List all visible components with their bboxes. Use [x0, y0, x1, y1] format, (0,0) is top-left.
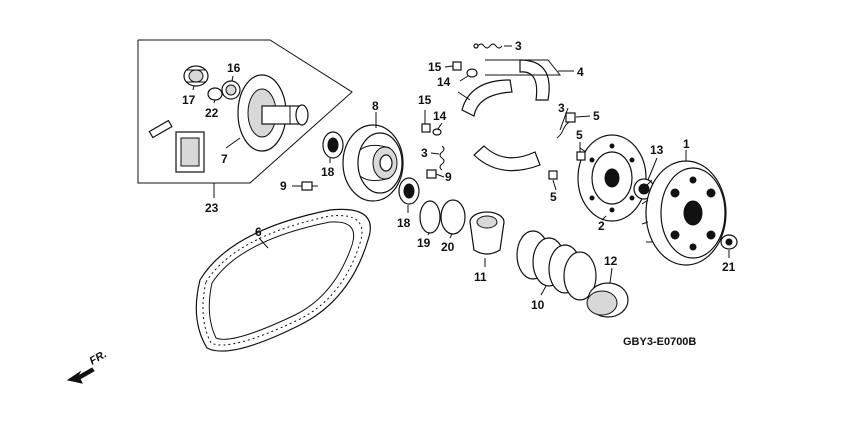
callout-4: 4	[577, 65, 584, 79]
drive-belt-6	[195, 208, 371, 352]
bolt-9-right	[426, 169, 437, 179]
o-ring-20	[440, 199, 466, 235]
callout-22: 22	[205, 106, 219, 120]
callout-3-right: 3	[558, 101, 565, 115]
seal-18-right	[398, 177, 420, 205]
callout-5-mid: 5	[576, 128, 583, 142]
nut-5-low	[548, 170, 558, 180]
callout-10: 10	[531, 298, 545, 312]
callout-21: 21	[722, 260, 736, 274]
collar-11	[469, 211, 505, 255]
shoes-bracket	[485, 59, 562, 76]
callout-9-right: 9	[445, 170, 452, 184]
nut-5-mid	[576, 151, 586, 161]
diagram-code: GBY3-E0700B	[623, 336, 696, 348]
callout-11: 11	[474, 270, 487, 284]
callout-3-top: 3	[515, 39, 522, 53]
callout-13: 13	[650, 143, 664, 157]
drive-plate-8	[342, 124, 404, 202]
nut-5-top	[565, 112, 576, 123]
callout-14-mid: 14	[433, 109, 447, 123]
callout-2: 2	[598, 219, 605, 233]
nut-21	[720, 234, 738, 250]
front-label: FR.	[88, 348, 109, 367]
callout-6: 6	[255, 225, 262, 239]
front-direction-arrow	[66, 367, 95, 384]
bolt-9-left	[301, 181, 318, 191]
callout-7: 7	[221, 152, 228, 166]
callout-9-left: 9	[280, 179, 287, 193]
washer-14-top	[466, 68, 478, 78]
callout-19: 19	[417, 236, 431, 250]
spring-3-mid	[439, 145, 445, 171]
spring-10	[516, 230, 597, 301]
callout-20: 20	[441, 240, 455, 254]
washer-14-mid	[432, 128, 442, 136]
nut-15-mid	[421, 123, 431, 133]
drive-plate-2	[577, 134, 647, 222]
clutch-outer-1	[641, 160, 727, 266]
callout-1: 1	[683, 137, 690, 151]
callout-5-top: 5	[593, 109, 600, 123]
callout-5-low: 5	[550, 190, 557, 204]
leader-lines	[192, 45, 730, 296]
callout-12: 12	[604, 254, 618, 268]
pin-part	[148, 119, 205, 173]
cap-12	[586, 282, 629, 318]
ring-22	[207, 87, 223, 101]
nut-15-top	[452, 61, 462, 71]
driven-face-7	[237, 74, 309, 152]
callout-3-mid: 3	[421, 146, 428, 160]
callout-23: 23	[205, 201, 219, 215]
bearing-17	[183, 65, 209, 87]
callout-18-right: 18	[397, 216, 411, 230]
assembly-bracket	[137, 39, 353, 184]
bearing-16	[221, 80, 241, 100]
callout-15-top: 15	[428, 60, 442, 74]
callout-15-mid: 15	[418, 93, 432, 107]
o-ring-19	[419, 200, 441, 234]
callout-8: 8	[372, 99, 379, 113]
callout-17: 17	[182, 93, 196, 107]
callout-18-left: 18	[321, 165, 335, 179]
callout-16: 16	[227, 61, 241, 75]
seal-18-left	[322, 131, 344, 159]
callout-14-top: 14	[437, 75, 451, 89]
clutch-shoes-4	[457, 59, 550, 172]
spring-3-top	[473, 43, 503, 49]
